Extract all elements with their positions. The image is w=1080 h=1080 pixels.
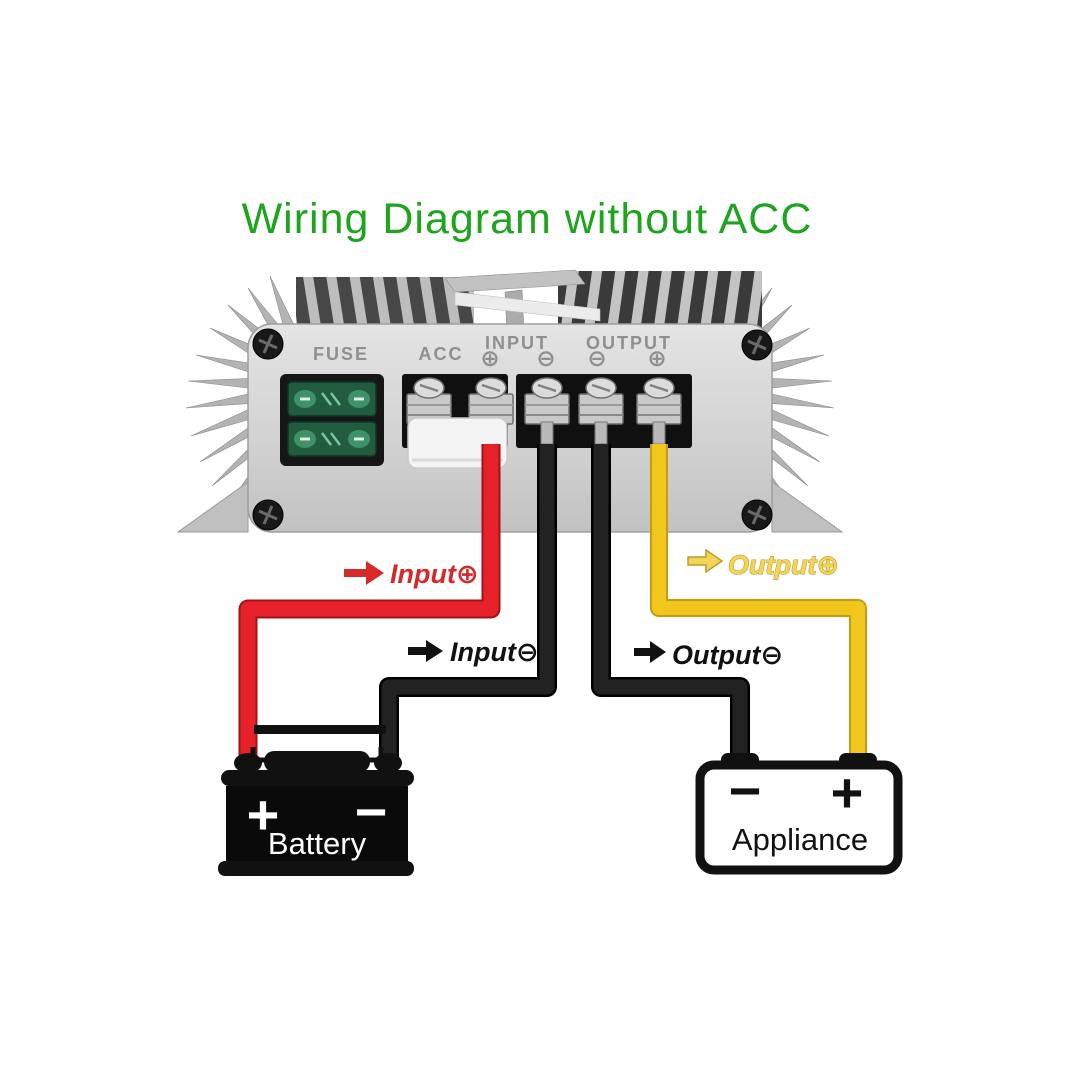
wire-label-input-plus: Input⊕ xyxy=(344,559,479,589)
wire-label-text: Output⊕ xyxy=(728,550,839,580)
wire-label-output-minus: Output⊖ xyxy=(634,640,783,670)
symbol-output-minus: ⊖ xyxy=(587,346,606,372)
battery-post-negative xyxy=(374,753,402,773)
wire-label-text: Output⊖ xyxy=(672,640,783,670)
battery-body xyxy=(226,786,408,862)
arrow-right-icon xyxy=(344,561,384,585)
battery-plus-sign: + xyxy=(247,783,280,846)
fuse-top xyxy=(287,381,377,417)
screw-bottom-right xyxy=(740,498,774,532)
battery-label: Battery xyxy=(268,826,367,861)
arrow-right-icon xyxy=(687,548,724,574)
battery-post-positive xyxy=(234,753,262,773)
battery: + − Battery xyxy=(218,725,414,876)
heatsink-top-right-bank xyxy=(558,271,762,330)
screw-bottom-left xyxy=(251,498,285,532)
wire-label-text: Input⊕ xyxy=(390,559,479,589)
heatsink-fin xyxy=(185,391,258,409)
screw-top-left xyxy=(251,327,285,361)
wire-output-minus xyxy=(593,444,748,760)
fuse-bottom xyxy=(287,421,377,457)
appliance-box xyxy=(695,760,903,875)
label-acc: ACC xyxy=(419,344,464,364)
label-output: OUTPUT xyxy=(586,333,672,353)
appliance: − + Appliance xyxy=(695,753,903,875)
appliance-minus-sign: − xyxy=(729,759,762,822)
label-input: INPUT xyxy=(485,333,549,353)
heatsink-fin xyxy=(762,391,835,409)
mounting-flange-left xyxy=(176,481,249,533)
wire-output-plus xyxy=(652,444,865,760)
symbol-input-plus: ⊕ xyxy=(480,346,499,372)
appliance-plus-sign: + xyxy=(831,761,864,824)
wires xyxy=(238,444,867,762)
battery-crossbar xyxy=(254,725,386,734)
heatsink-t-bracket-plate xyxy=(454,291,601,322)
appliance-label: Appliance xyxy=(732,822,868,857)
converter-body xyxy=(176,323,844,533)
arrow-right-icon xyxy=(634,641,666,663)
screw-top-right xyxy=(740,328,774,362)
battery-minus-sign: − xyxy=(355,780,388,843)
wire-input-plus xyxy=(240,444,499,762)
mounting-flange-right xyxy=(771,481,844,533)
wire-label-text: Input⊖ xyxy=(450,637,539,667)
heatsink-t-bracket-top xyxy=(444,269,586,293)
heatsink-fins xyxy=(185,269,835,506)
wire-input-minus xyxy=(381,444,555,762)
battery-lid xyxy=(221,770,414,786)
battery-cap-bar xyxy=(264,751,370,772)
label-fuse: FUSE xyxy=(313,344,369,364)
fuse-holder xyxy=(280,374,384,466)
symbol-input-minus: ⊖ xyxy=(536,346,555,372)
faceplate-labels: FUSE ACC INPUT OUTPUT ⊕ ⊖ ⊖ ⊕ xyxy=(313,333,672,372)
wire-label-input-minus: Input⊖ xyxy=(408,637,539,667)
heatsink-top-left-bank xyxy=(296,277,474,330)
arrow-right-icon xyxy=(408,640,443,662)
battery-base xyxy=(218,861,414,876)
symbol-output-plus: ⊕ xyxy=(647,346,666,372)
wire-label-output-plus: Output⊕ xyxy=(687,548,840,581)
page-title: Wiring Diagram without ACC xyxy=(242,195,813,243)
